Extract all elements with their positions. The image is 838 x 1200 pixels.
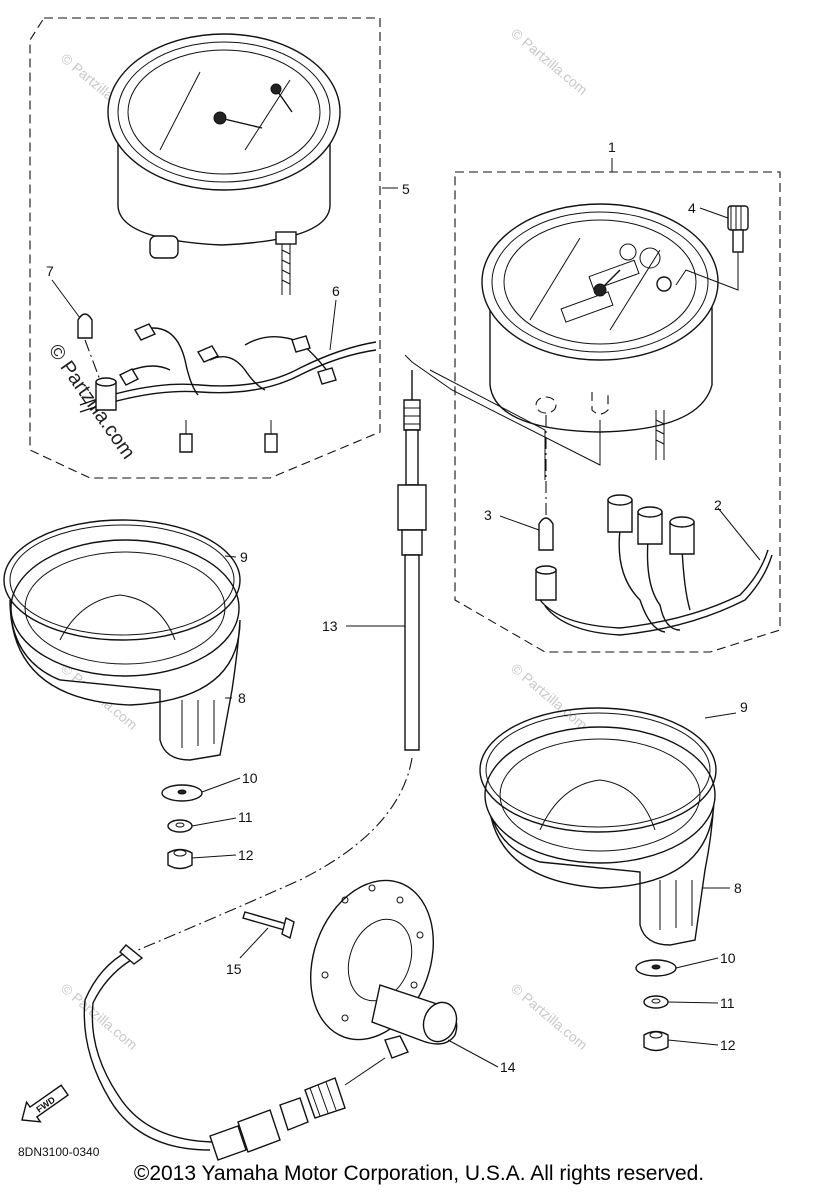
watermark-text: © Partzilla.com: [508, 660, 591, 733]
callout-13: 13: [322, 618, 338, 634]
washer-11-right: [643, 995, 669, 1009]
meter-bracket-right: [484, 726, 716, 946]
damper-10-right: [635, 959, 677, 977]
callout-11-right: 11: [720, 995, 735, 1011]
bulb-3: [535, 517, 557, 601]
leader-lines: [51, 158, 761, 1068]
callout-5: 5: [402, 181, 410, 197]
callout-1: 1: [608, 139, 616, 155]
callout-12-left: 12: [238, 847, 254, 863]
callout-14: 14: [500, 1059, 516, 1075]
connection-line: [404, 354, 601, 480]
callout-8-left: 8: [238, 690, 246, 706]
watermark-text: © Partzilla.com: [508, 980, 591, 1053]
copyright-notice: ©2013 Yamaha Motor Corporation, U.S.A. A…: [133, 1162, 705, 1185]
speedometer-gear-14: [310, 879, 458, 1059]
meter-bracket-left: [9, 539, 241, 761]
callout-11-left: 11: [238, 809, 253, 825]
damper-10-left: [161, 784, 203, 802]
callout-9-right: 9: [740, 699, 748, 715]
callout-2: 2: [714, 497, 722, 513]
speedometer-gauge: [481, 203, 719, 460]
fwd-arrow-icon: FWD: [21, 1084, 70, 1123]
callout-4: 4: [688, 200, 696, 216]
o-ring-9-right: [479, 707, 717, 833]
diagram-code: 8DN3100-0340: [18, 1145, 100, 1159]
tachometer-gauge: [107, 33, 341, 295]
watermark-text: © Partzilla.com: [508, 25, 591, 98]
callout-6: 6: [332, 283, 340, 299]
callout-3: 3: [484, 507, 492, 523]
o-ring-9-left: [3, 519, 241, 641]
group-box-5: [29, 17, 381, 479]
callout-10-left: 10: [242, 770, 258, 786]
bulb-7: [77, 313, 117, 411]
wiring-harness-6: [79, 323, 377, 453]
trip-reset-knob-4: [675, 205, 749, 291]
pin-15: [242, 911, 295, 940]
callout-8-right: 8: [734, 880, 742, 896]
nut-12-left: [167, 848, 193, 870]
callout-labels: 1 2 3 4 5 6 7 8 8 9 9 10 10 11 11 12 12 …: [46, 139, 748, 1075]
callout-9-left: 9: [240, 549, 248, 565]
group-box-1: [454, 171, 781, 653]
cable-lower-end: [83, 944, 386, 1161]
callout-10-right: 10: [720, 950, 736, 966]
callout-7: 7: [46, 263, 54, 279]
washer-11-left: [167, 819, 193, 833]
nut-12-right: [643, 1030, 669, 1052]
wiring-harness-2: [539, 494, 773, 636]
callout-15: 15: [226, 961, 242, 977]
speedometer-cable-13: [137, 370, 427, 951]
callout-12-right: 12: [720, 1037, 736, 1053]
